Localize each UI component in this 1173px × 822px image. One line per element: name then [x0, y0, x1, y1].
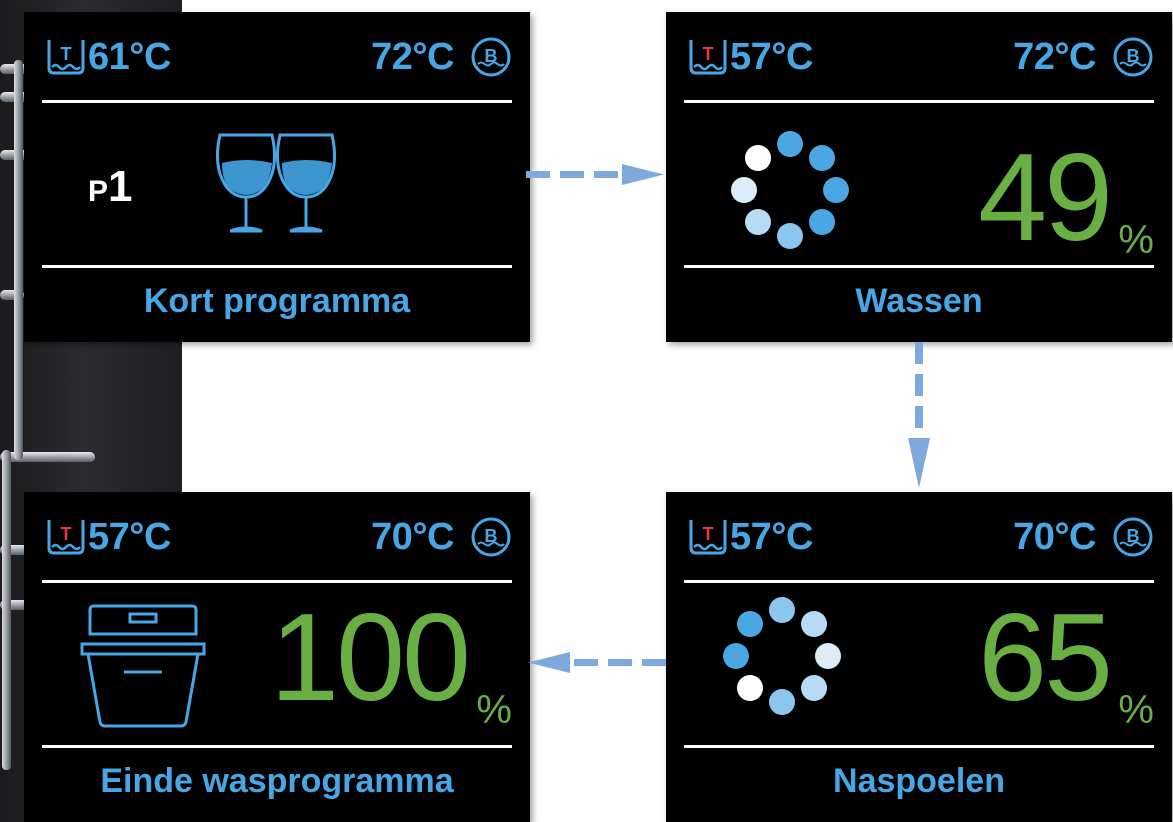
tank-temperature: 57°C: [730, 36, 813, 78]
boiler-icon: B: [1113, 517, 1153, 557]
divider-bottom: [42, 265, 512, 268]
panel-label: Einde wasprogramma: [100, 762, 454, 800]
program-prefix: P: [88, 175, 109, 208]
rack-bar: [0, 600, 30, 610]
boiler-letter: B: [485, 46, 498, 66]
progress-value: 65: [978, 589, 1113, 727]
tank-letter: T: [703, 524, 714, 544]
display-panel-program-select: T 61°C 72°C B P1 Kort programma: [24, 12, 530, 342]
tank-letter: T: [61, 44, 72, 64]
tank-letter: T: [61, 524, 72, 544]
wine-glasses-icon: [215, 133, 337, 233]
boiler-temperature: 72°C: [1013, 36, 1096, 78]
status-header: T 61°C 72°C B: [24, 34, 530, 94]
progress-unit: %: [476, 688, 512, 732]
tank-temperature: 57°C: [730, 516, 813, 558]
display-panel-washing: T 57°C 72°C B 49 % Wassen: [666, 12, 1172, 342]
rack-post: [2, 450, 11, 770]
display-panel-finished: T 57°C 70°C B 100 % Einde wasprogramma: [24, 492, 530, 822]
boiler-temperature: 70°C: [371, 516, 454, 558]
spinner-icon: [731, 131, 849, 249]
tank-temperature: 61°C: [88, 36, 171, 78]
status-header: T 57°C 70°C B: [24, 514, 530, 574]
boiler-temperature: 70°C: [1013, 516, 1096, 558]
boiler-icon: B: [1113, 37, 1153, 77]
progress-unit: %: [1118, 688, 1154, 732]
flow-arrow-right: [526, 164, 664, 185]
status-header: T 57°C 72°C B: [666, 34, 1172, 94]
panel-label: Naspoelen: [833, 762, 1005, 800]
tank-temperature-icon: T: [47, 40, 85, 75]
divider-bottom: [42, 745, 512, 748]
tank-temperature-icon: T: [47, 520, 85, 555]
boiler-icon: B: [471, 517, 511, 557]
progress-value: 49: [978, 129, 1113, 267]
rack-bar: [0, 545, 40, 555]
tank-temperature: 57°C: [88, 516, 171, 558]
boiler-letter: B: [1127, 46, 1140, 66]
rack-bar: [0, 290, 24, 300]
panel-label: Wassen: [855, 282, 983, 320]
progress-value: 100: [270, 589, 471, 727]
progress-unit: %: [1118, 218, 1154, 262]
boiler-icon: B: [471, 37, 511, 77]
rack-post: [14, 60, 23, 460]
divider-top: [684, 580, 1154, 583]
panel-label: Kort programma: [143, 282, 411, 320]
rack-bar: [0, 452, 95, 462]
tank-temperature-icon: T: [689, 520, 727, 555]
spinner-icon: [723, 597, 841, 715]
flow-arrow-down: [908, 342, 930, 488]
display-panel-rinsing: T 57°C 70°C B 65 % Naspoelen: [666, 492, 1172, 822]
status-header: T 57°C 70°C B: [666, 514, 1172, 574]
boiler-letter: B: [1127, 526, 1140, 546]
tank-temperature-icon: T: [689, 40, 727, 75]
divider-top: [42, 100, 512, 103]
program-number: 1: [108, 162, 133, 211]
tank-letter: T: [703, 44, 714, 64]
dishwasher-icon: [80, 604, 206, 728]
divider-bottom: [684, 745, 1154, 748]
boiler-letter: B: [485, 526, 498, 546]
flow-arrow-left: [528, 652, 666, 673]
boiler-temperature: 72°C: [371, 36, 454, 78]
divider-top: [42, 580, 512, 583]
divider-bottom: [684, 265, 1154, 268]
program-indicator: P1: [88, 162, 133, 212]
divider-top: [684, 100, 1154, 103]
